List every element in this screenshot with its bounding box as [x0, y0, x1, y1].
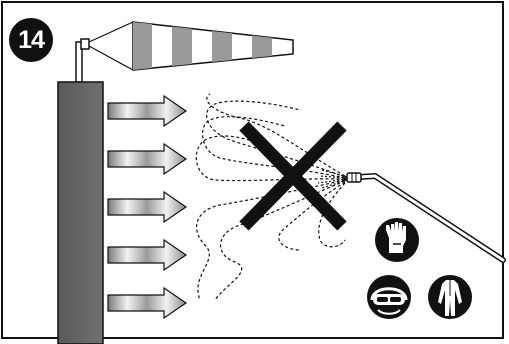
prohibited-x-icon: [239, 121, 347, 231]
wind-arrow-icon: [107, 286, 188, 320]
wind-arrow-icon: [107, 190, 188, 224]
wind-arrows: [107, 94, 188, 320]
step-number-badge: 14: [9, 18, 53, 62]
wall: [57, 81, 104, 344]
wind-arrow-icon: [107, 142, 188, 176]
wind-arrow-icon: [107, 94, 188, 128]
spray-lance-icon: [317, 169, 506, 263]
windsock-icon: [75, 21, 294, 83]
goggles-icon: [367, 275, 411, 319]
wind-arrow-icon: [107, 238, 188, 272]
coverall-icon: [428, 275, 472, 319]
panel-frame: [1, 1, 504, 339]
gloves-icon: [375, 218, 419, 262]
